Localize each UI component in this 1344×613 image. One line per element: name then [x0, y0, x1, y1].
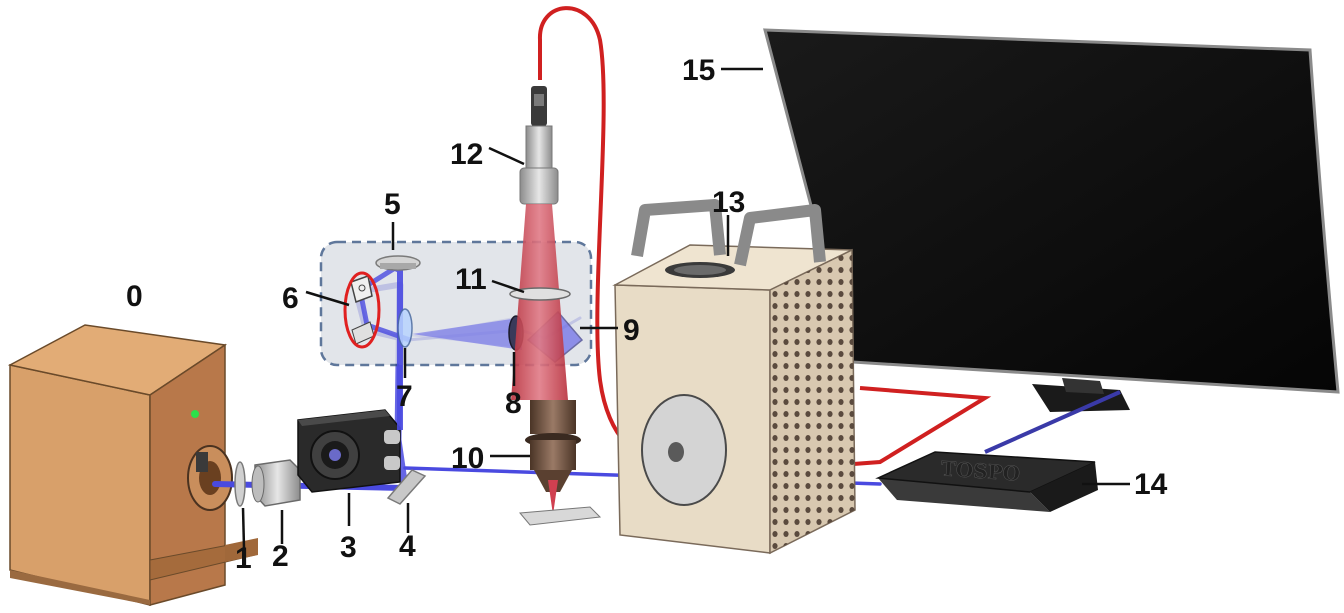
daq-box-14: TOSPO: [875, 451, 1098, 512]
callout-9: 9: [580, 314, 640, 347]
label-2: 2: [272, 540, 289, 573]
focus-beam: [548, 480, 558, 515]
highlight-circle: [343, 271, 381, 349]
fiber-cable: [537, 6, 661, 459]
optic-1: [234, 461, 246, 507]
collection-beam: [511, 204, 568, 400]
mirror-5: [375, 255, 421, 271]
callout-10: 10: [451, 442, 530, 475]
optic-2: [251, 459, 301, 507]
callout-4: 4: [399, 503, 416, 563]
callout-1: 1: [235, 507, 252, 575]
excitation-cone-highlight: [412, 318, 522, 350]
objective-10: [525, 400, 581, 492]
lens-11: [509, 287, 571, 301]
monitor: [763, 28, 1340, 412]
component-3: [297, 409, 401, 493]
label-11: 11: [455, 263, 487, 296]
label-1: 1: [235, 542, 252, 575]
sample-stage: [519, 506, 602, 526]
callout-8: 8: [505, 352, 522, 420]
label-8: 8: [505, 387, 522, 420]
callout-5: 5: [384, 188, 401, 250]
lens-7: [397, 308, 413, 348]
label-3: 3: [340, 531, 357, 564]
usb-cables: [839, 386, 1121, 467]
label-15: 15: [682, 54, 715, 87]
callout-15: 15: [682, 54, 763, 87]
label-7: 7: [396, 380, 413, 413]
callout-12: 12: [450, 138, 525, 171]
label-4: 4: [399, 530, 416, 563]
callout-7: 7: [396, 348, 413, 413]
label-9: 9: [623, 314, 640, 347]
label-5: 5: [384, 188, 401, 221]
label-12: 12: [450, 138, 483, 171]
label-10: 10: [451, 442, 484, 475]
callout-6: 6: [282, 282, 350, 315]
label-6: 6: [282, 282, 299, 315]
laser-beam-loop: [357, 265, 411, 343]
callout-2: 2: [272, 510, 289, 573]
callout-14: 14: [1082, 468, 1168, 501]
label-13: 13: [712, 186, 745, 219]
callout-11: 11: [455, 263, 525, 296]
mirror-4: [386, 469, 427, 505]
callout-3: 3: [340, 493, 357, 564]
fiber-coupler-12: [519, 86, 559, 205]
callout-0: 0: [126, 280, 143, 313]
label-0: 0: [126, 280, 143, 313]
label-14: 14: [1134, 468, 1168, 501]
laser-source: [7, 324, 258, 606]
callout-13: 13: [712, 186, 745, 256]
spectrometer-13: [612, 199, 856, 555]
daq-box-marking: TOSPO: [940, 456, 1021, 485]
